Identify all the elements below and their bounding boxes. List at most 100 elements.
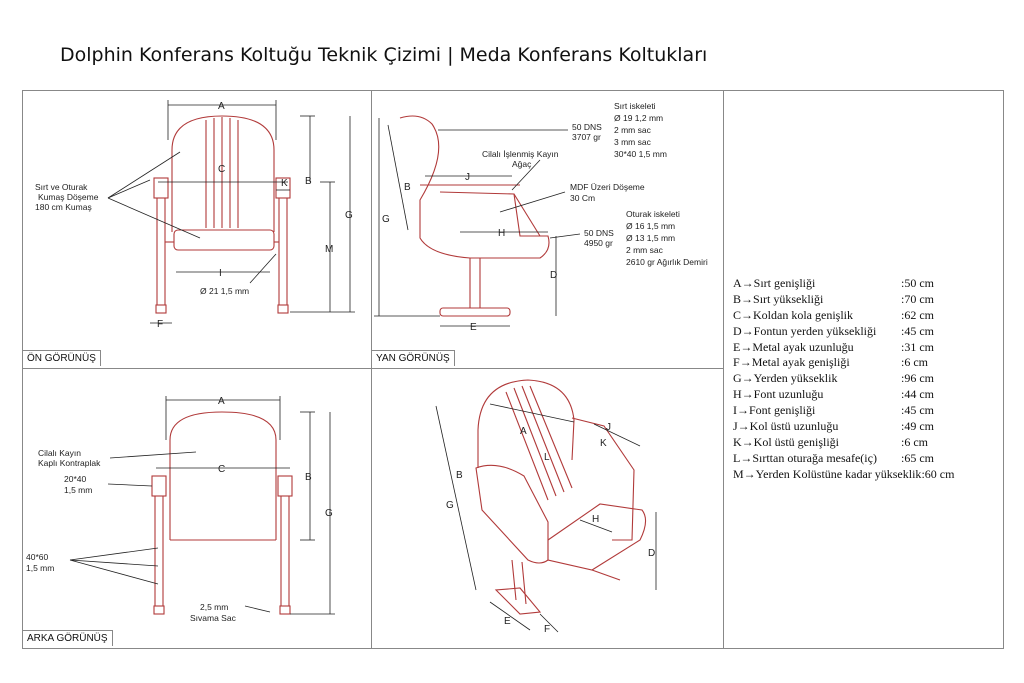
back-armrest-left — [151, 475, 167, 497]
iso-base — [494, 587, 542, 615]
dim-i-front: I — [219, 268, 222, 279]
dim-g-front: G — [345, 210, 353, 221]
front-note-line-2: Kumaş Döşeme — [38, 192, 99, 202]
legend-row-j: J→Kol üstü uzunluğu:49 cm — [733, 419, 934, 434]
dim-k-iso: K — [600, 438, 607, 449]
iso-backrest — [477, 379, 575, 468]
front-note-line-1: Sırt ve Oturak — [35, 182, 88, 192]
side-base — [439, 307, 511, 317]
legend-row-b: B→Sırt yüksekliği:70 cm — [733, 291, 934, 306]
dim-g-back: G — [325, 508, 333, 519]
side-seatframe-spec-4: 2610 gr Ağırlık Demiri — [626, 257, 708, 267]
side-dns-back-2: 3707 gr — [572, 132, 601, 142]
iso-armrest-right — [571, 417, 635, 541]
back-profile2-2: 1,5 mm — [26, 563, 54, 573]
back-plywood-2: Kaplı Kontraplak — [38, 458, 101, 468]
legend-row-k: K→Kol üstü genişliği:6 cm — [733, 434, 928, 449]
dim-h-side: H — [498, 228, 505, 239]
dim-b-back: B — [305, 472, 312, 483]
dim-b-front: B — [305, 176, 312, 187]
dimension-legend: A→Sırt genişliği:50 cm B→Sırt yüksekliği… — [733, 276, 999, 483]
legend-row-i: I→Font genişliği:45 cm — [733, 403, 934, 418]
front-note-line-3: 180 cm Kumaş — [35, 202, 92, 212]
divider-vertical-1 — [371, 90, 372, 649]
dim-k-front: K — [281, 178, 288, 189]
side-view-dimensions — [374, 118, 557, 327]
drawing-frame — [22, 90, 1004, 649]
dim-d-iso: D — [648, 548, 655, 559]
divider-vertical-2 — [723, 90, 724, 649]
back-view-chair — [151, 411, 293, 615]
back-profile1-1: 20*40 — [64, 474, 86, 484]
front-view-dimensions — [150, 100, 355, 324]
side-dns-seat-2: 4950 gr — [584, 238, 613, 248]
side-backrest-seat — [399, 115, 550, 259]
page-title: Dolphin Konferans Koltuğu Teknik Çizimi … — [60, 44, 708, 66]
front-armrest-left — [153, 177, 169, 199]
back-profile2-1: 40*60 — [26, 552, 48, 562]
side-backframe-spec-4: 30*40 1,5 mm — [614, 149, 667, 159]
dim-f-iso: F — [544, 624, 550, 635]
back-sheet-1: 2,5 mm — [200, 602, 228, 612]
legend-row-m: M→Yerden Kolüstüne kadar yükseklik:60 cm — [733, 466, 955, 481]
side-seatframe-spec-1: Ø 16 1,5 mm — [626, 221, 675, 231]
iso-armrest-left — [475, 464, 549, 564]
iso-view-chair — [475, 379, 647, 615]
back-profile1-2: 1,5 mm — [64, 485, 92, 495]
dim-c-front: C — [218, 164, 225, 175]
back-view-dimensions — [156, 396, 335, 615]
dim-j-iso: J — [606, 422, 611, 433]
dim-b-side: B — [404, 182, 411, 193]
back-sheet-2: Sıvama Sac — [190, 613, 237, 623]
dim-g-side: G — [382, 214, 390, 225]
legend-row-c: C→Koldan kola genişlik:62 cm — [733, 307, 934, 322]
dim-c-back: C — [218, 464, 225, 475]
dim-d-side: D — [550, 270, 557, 281]
dim-e-iso: E — [504, 616, 511, 627]
front-note-tube: Ø 21 1,5 mm — [200, 286, 249, 296]
panel-label-side: YAN GÖRÜNÜŞ — [372, 350, 455, 366]
iso-view-dimensions — [435, 403, 657, 633]
legend-row-g: G→Yerden yükseklik:96 cm — [733, 371, 934, 386]
side-view-chair — [399, 115, 550, 317]
front-seat — [173, 229, 275, 251]
side-seatframe-spec-2: Ø 13 1,5 mm — [626, 233, 675, 243]
side-mdf-1: MDF Üzeri Döşeme — [570, 182, 645, 192]
side-backframe-spec-1: Ø 19 1,2 mm — [614, 113, 663, 123]
back-plywood-1: Cilalı Kayın — [38, 448, 81, 458]
front-view-chair — [153, 115, 291, 314]
legend-row-h: H→Font uzunluğu:44 cm — [733, 387, 934, 402]
back-backrest — [169, 411, 277, 540]
legend-row-a: A→Sırt genişliği:50 cm — [733, 276, 934, 290]
side-seatframe-title: Oturak iskeleti — [626, 209, 680, 219]
dim-e-side: E — [470, 322, 477, 333]
side-mdf-2: 30 Cm — [570, 193, 595, 203]
iso-seat — [547, 503, 647, 571]
dim-j-side: J — [465, 172, 470, 183]
panel-label-back: ARKA GÖRÜNÜŞ — [23, 630, 113, 646]
front-armrest-right — [275, 177, 291, 199]
side-dns-seat-1: 50 DNS — [584, 228, 614, 238]
dim-a-iso: A — [520, 426, 527, 437]
legend-row-d: D→Fontun yerden yüksekliği:45 cm — [733, 323, 934, 338]
dim-f-front: F — [157, 319, 163, 330]
panel-label-front: ÖN GÖRÜNÜŞ — [23, 350, 101, 366]
side-backframe-title: Sırt iskeleti — [614, 101, 656, 111]
legend-row-e: E→Metal ayak uzunluğu:31 cm — [733, 339, 934, 354]
dim-l-iso: L — [544, 452, 550, 463]
legend-row-f: F→Metal ayak genişliği:6 cm — [733, 355, 928, 370]
front-backrest — [171, 115, 275, 232]
side-dns-back-1: 50 DNS — [572, 122, 602, 132]
side-seatframe-spec-3: 2 mm sac — [626, 245, 664, 255]
divider-horizontal — [22, 368, 723, 369]
dim-b-iso: B — [456, 470, 463, 481]
dim-g-iso: G — [446, 500, 454, 511]
dim-h-iso: H — [592, 514, 599, 525]
dim-m-front: M — [325, 244, 333, 255]
back-armrest-right — [277, 475, 293, 497]
side-backframe-spec-2: 2 mm sac — [614, 125, 652, 135]
legend-row-l: L→Sırttan oturağa mesafe(iç):65 cm — [733, 450, 934, 465]
side-backframe-spec-3: 3 mm sac — [614, 137, 652, 147]
dim-a-front: A — [218, 101, 225, 112]
